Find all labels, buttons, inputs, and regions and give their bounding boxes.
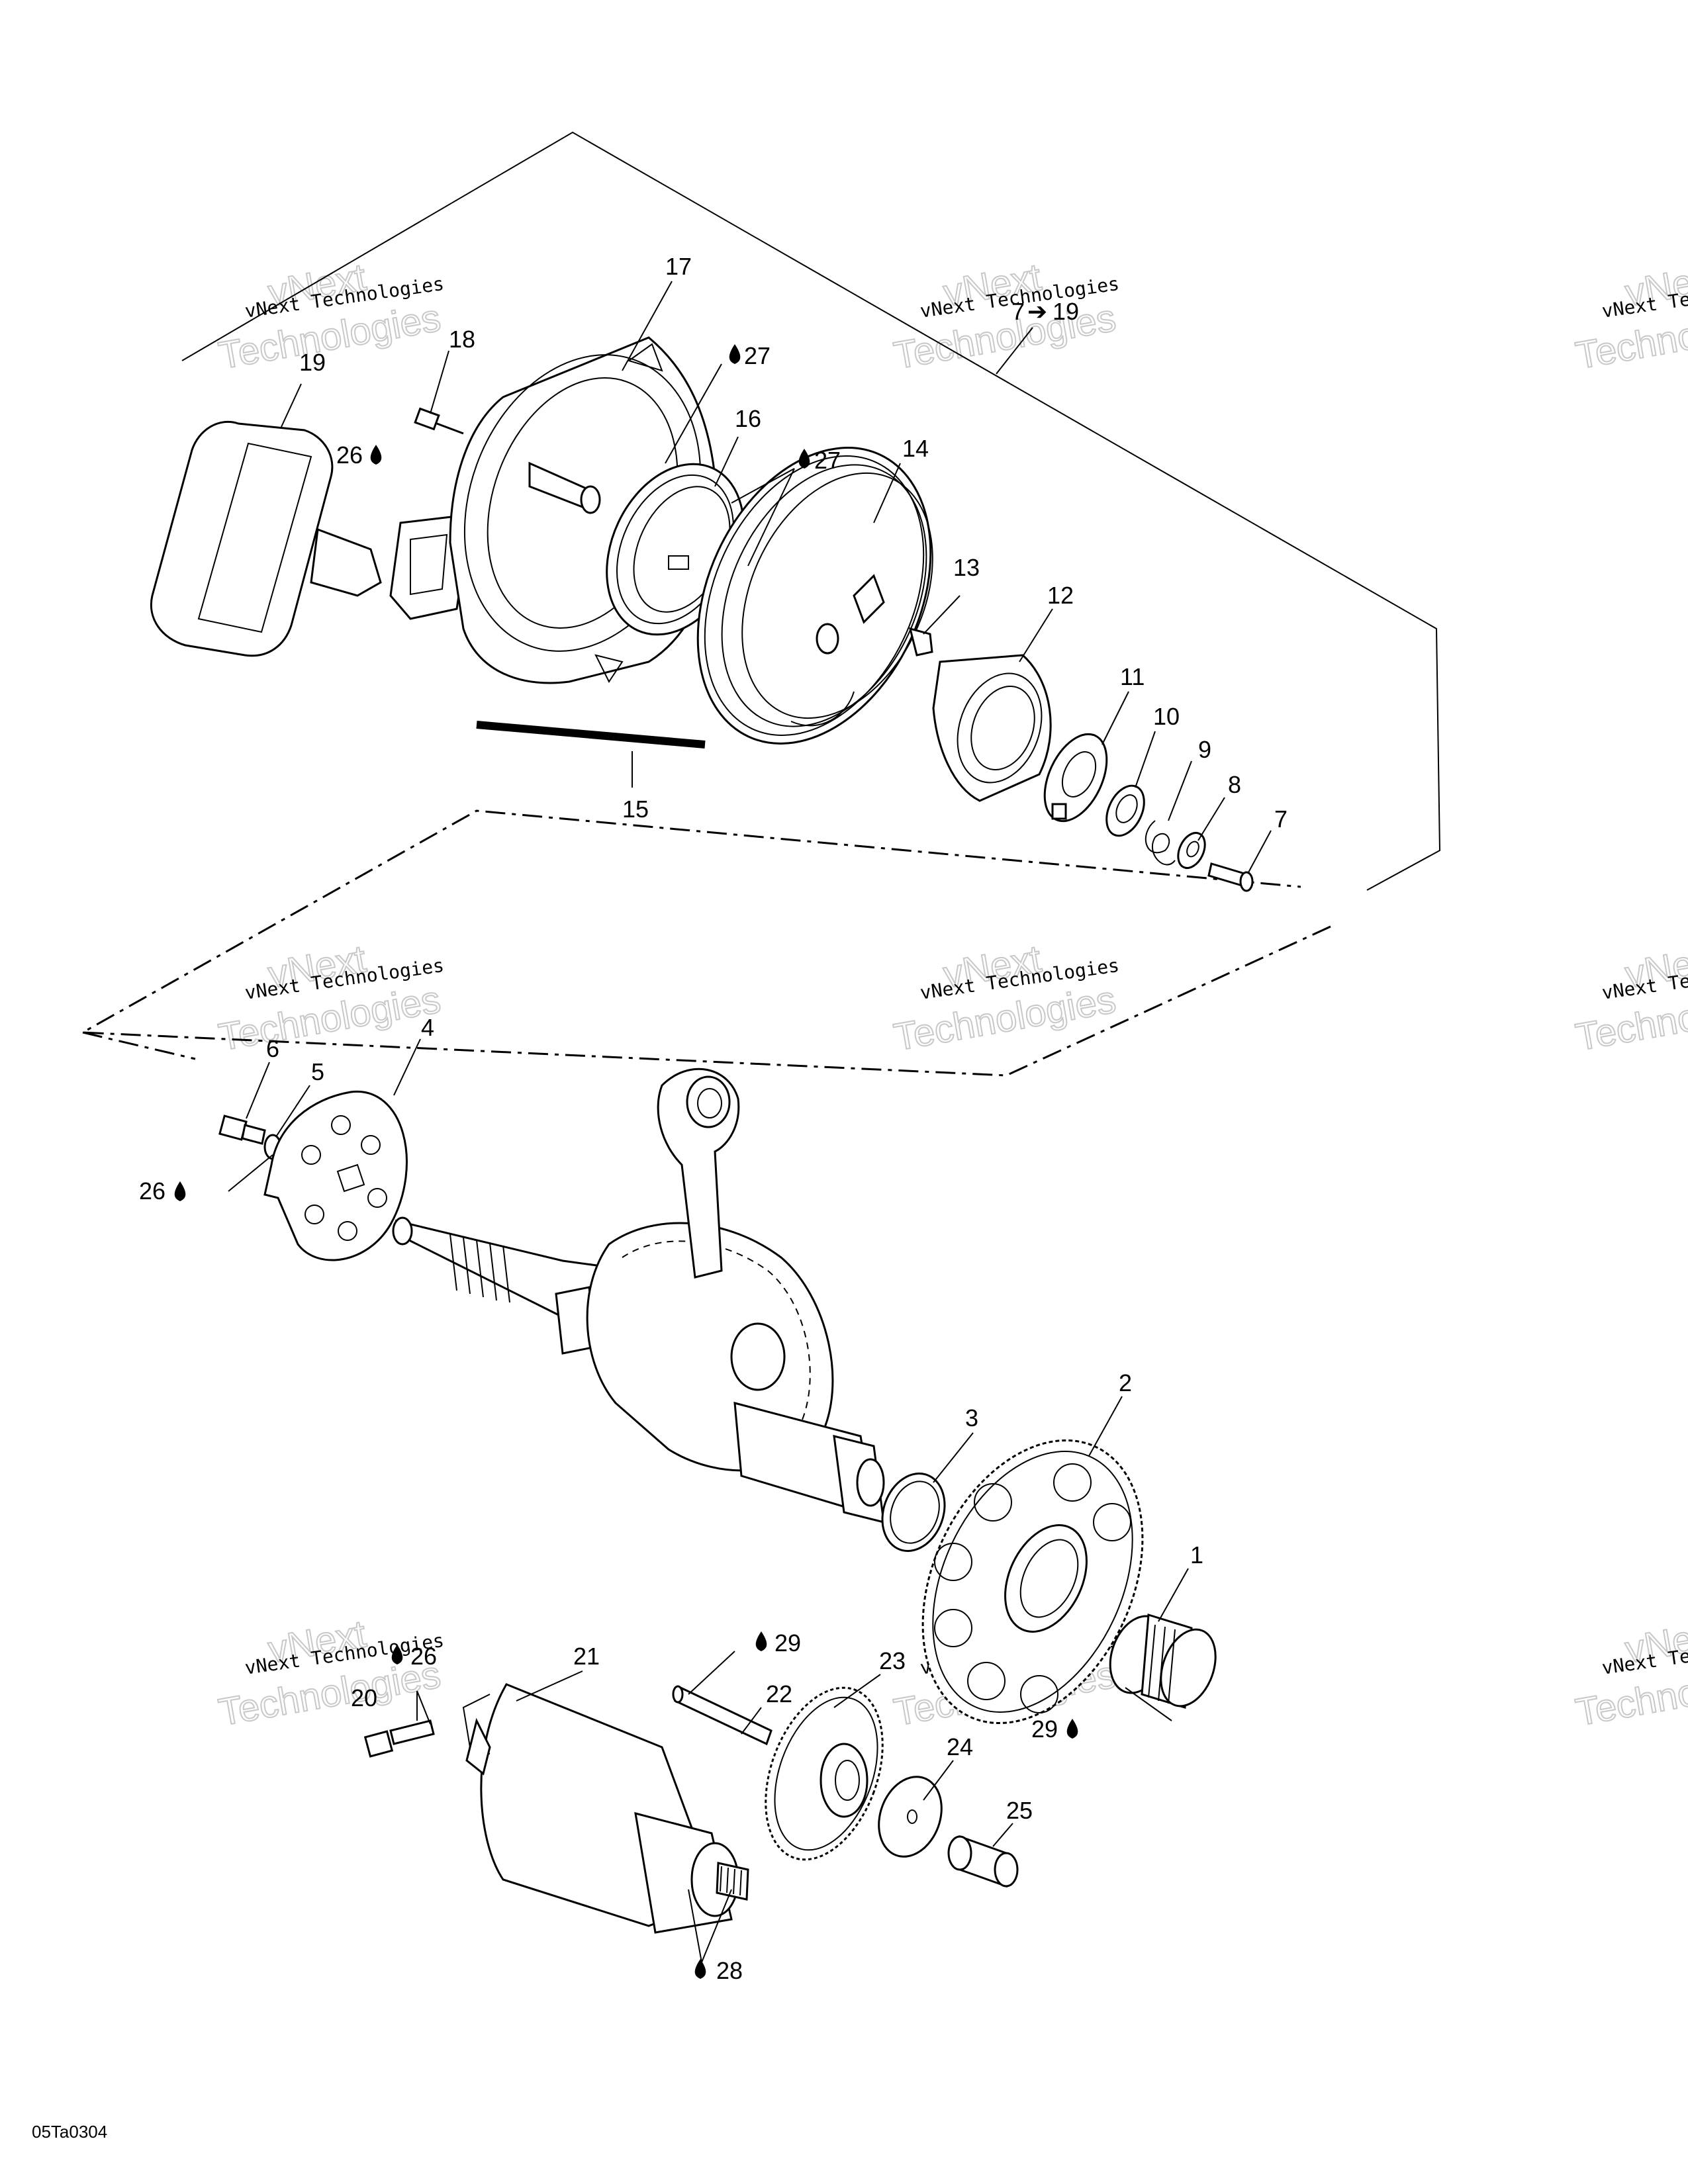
lubricant-callout-26-left: 26 bbox=[139, 1177, 186, 1205]
lubricant-callouts: 27 26 27 26 29 26 29 28 bbox=[139, 342, 1078, 1984]
washer-24 bbox=[878, 1776, 943, 1858]
callout-1: 1 bbox=[1190, 1541, 1203, 1569]
screw-6 bbox=[218, 1115, 266, 1145]
starter-ring-gear bbox=[921, 1439, 1144, 1725]
starter-motor bbox=[462, 1683, 749, 1934]
callout-21: 21 bbox=[573, 1643, 600, 1670]
spring-10 bbox=[1105, 784, 1145, 837]
bushing-25 bbox=[947, 1835, 1019, 1888]
group-note-leader bbox=[996, 327, 1033, 375]
shaft-pin bbox=[672, 1685, 773, 1746]
lubricant-callout-27-mid: 27 bbox=[798, 447, 841, 474]
starter-subassembly-dashed-outline bbox=[79, 809, 1331, 1077]
washer-8 bbox=[1177, 832, 1206, 869]
lubricant-callout-26-bottom: 26 bbox=[391, 1643, 437, 1670]
callout-17: 17 bbox=[665, 253, 692, 280]
watermark: vNext vNext Technologies Technologies bbox=[1572, 1612, 1688, 1735]
needle-bearing bbox=[1109, 1614, 1217, 1709]
callout-2: 2 bbox=[1119, 1369, 1132, 1396]
svg-text:29: 29 bbox=[1031, 1715, 1058, 1743]
callout-20: 20 bbox=[351, 1684, 377, 1711]
oil-drop-icon bbox=[729, 344, 741, 364]
oil-drop-icon bbox=[370, 445, 382, 465]
callout-11: 11 bbox=[1120, 663, 1145, 690]
rewind-starter-group-outline bbox=[181, 131, 1441, 891]
svg-text:28: 28 bbox=[716, 1957, 743, 1984]
watermark: vNext vNext Technologies Technologies bbox=[890, 255, 1121, 378]
svg-text:29: 29 bbox=[774, 1629, 801, 1657]
lubricant-callout-26-top: 26 bbox=[336, 441, 382, 469]
starter-rope bbox=[476, 721, 706, 749]
arrow-right-icon: ➔ bbox=[1027, 298, 1047, 325]
lubricant-number: 26 bbox=[139, 1177, 165, 1205]
starter-handle bbox=[150, 420, 382, 657]
callout-9: 9 bbox=[1198, 736, 1211, 763]
callout-18: 18 bbox=[449, 326, 475, 353]
callout-14: 14 bbox=[902, 435, 929, 462]
screw-20 bbox=[363, 1719, 435, 1758]
svg-text:26: 26 bbox=[336, 441, 363, 469]
callout-3: 3 bbox=[965, 1404, 978, 1432]
dashed-outline-extension bbox=[82, 1031, 196, 1060]
o-ring-3 bbox=[881, 1473, 946, 1552]
callout-6: 6 bbox=[266, 1035, 279, 1062]
watermarks: vNext vNext Technologies Technologies vN… bbox=[215, 255, 1688, 1735]
svg-text:27: 27 bbox=[744, 342, 771, 369]
figure-code: 05Ta0304 bbox=[32, 2122, 107, 2142]
callout-7: 7 bbox=[1274, 805, 1288, 833]
lubricant-callout-28: 28 bbox=[694, 1957, 743, 1984]
callout-25: 25 bbox=[1006, 1797, 1033, 1824]
group-note-from: 7 bbox=[1011, 298, 1025, 325]
group-note: 7 ➔ 19 bbox=[996, 298, 1079, 375]
oil-drop-icon bbox=[694, 1959, 706, 1979]
callout-13: 13 bbox=[953, 554, 980, 581]
screw-7 bbox=[1207, 862, 1254, 892]
starter-pawl bbox=[908, 627, 933, 657]
screw-18 bbox=[414, 407, 464, 435]
intermediate-gear bbox=[765, 1686, 884, 1861]
callout-labels: 17 18 19 16 14 13 12 11 10 9 8 7 15 6 5 … bbox=[266, 253, 1288, 1824]
lubricant-callout-29-mid: 29 bbox=[755, 1629, 801, 1657]
trigger-wheel bbox=[263, 1091, 408, 1261]
oil-drop-icon bbox=[798, 449, 810, 469]
oil-drop-icon bbox=[755, 1631, 767, 1651]
svg-text:27: 27 bbox=[814, 447, 841, 474]
oil-drop-icon bbox=[174, 1181, 186, 1201]
callout-10: 10 bbox=[1153, 703, 1180, 730]
crankshaft bbox=[392, 1068, 885, 1524]
callout-16: 16 bbox=[735, 405, 761, 432]
pawl-lock bbox=[932, 654, 1052, 802]
callout-23: 23 bbox=[879, 1647, 906, 1674]
callout-12: 12 bbox=[1047, 582, 1074, 609]
friction-plate bbox=[1043, 733, 1108, 823]
callout-8: 8 bbox=[1228, 771, 1241, 798]
callout-5: 5 bbox=[311, 1058, 324, 1085]
callout-19: 19 bbox=[299, 349, 326, 376]
callout-15: 15 bbox=[622, 796, 649, 823]
rope-sheave bbox=[696, 447, 933, 745]
oil-drop-icon bbox=[1066, 1719, 1078, 1739]
svg-text:26: 26 bbox=[410, 1643, 437, 1670]
group-note-to: 19 bbox=[1053, 298, 1079, 325]
leader-lines bbox=[228, 281, 1272, 1963]
callout-22: 22 bbox=[766, 1680, 792, 1707]
lubricant-callout-27-top: 27 bbox=[729, 342, 771, 369]
oil-drop-icon bbox=[391, 1645, 403, 1664]
lubricant-callout-29-right: 29 bbox=[1031, 1715, 1078, 1743]
callout-24: 24 bbox=[947, 1733, 973, 1760]
watermark: vNext vNext Technologies Technologies bbox=[890, 936, 1121, 1060]
wire-spring bbox=[1145, 820, 1176, 866]
callout-4: 4 bbox=[421, 1014, 434, 1041]
watermark: vNext vNext Technologies Technologies bbox=[215, 1612, 445, 1735]
watermark: vNext vNext Technologies Technologies bbox=[1572, 936, 1688, 1060]
watermark: vNext vNext Technologies Technologies bbox=[1572, 255, 1688, 378]
